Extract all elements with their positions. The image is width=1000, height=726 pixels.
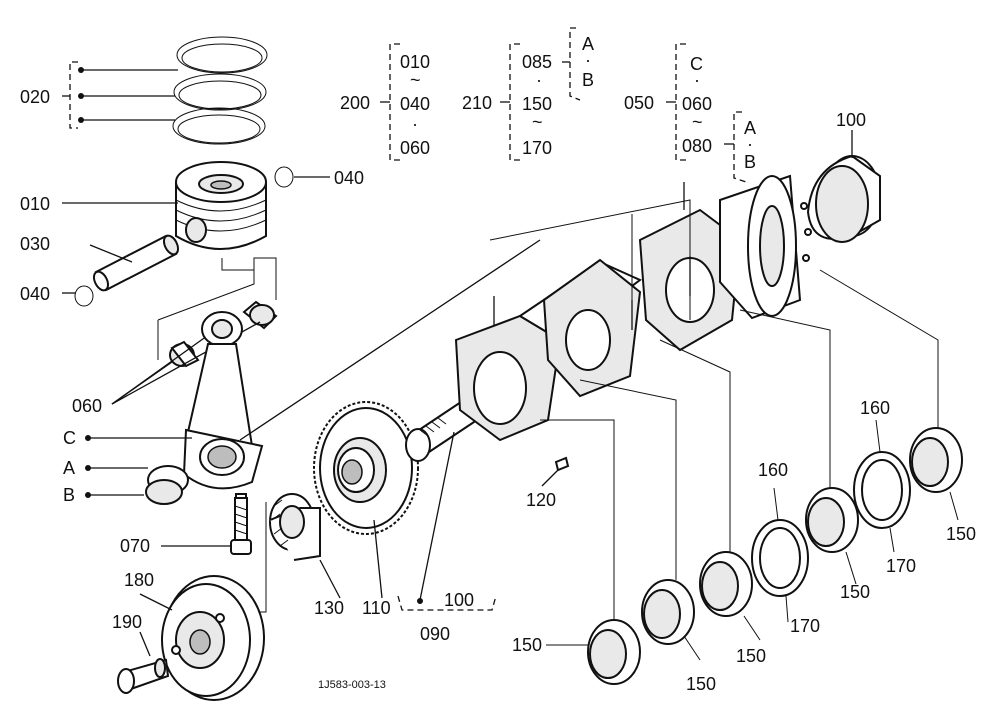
label-160-b: 160 — [860, 398, 890, 418]
group-210-item-2: 150 — [522, 94, 552, 114]
group-050-labels: 050 C · 060 ~ 080 A · B — [624, 54, 756, 172]
label-A: A — [63, 458, 75, 478]
key — [541, 456, 570, 487]
piston-rings — [172, 36, 268, 145]
crankshaft — [405, 174, 812, 604]
connecting-rod — [182, 239, 541, 543]
group-210-labels: 210 085 · 150 ~ 170 A · B — [462, 34, 594, 158]
group-200-labels: 200 010 ~ 040 · 060 — [340, 52, 430, 158]
group-210-sub-2: B — [582, 70, 594, 90]
label-150-d: 150 — [840, 582, 870, 602]
bearing-100-top — [806, 130, 881, 243]
label-170-b: 170 — [886, 556, 916, 576]
label-150-a: 150 — [512, 635, 542, 655]
snap-ring-upper — [274, 166, 330, 188]
group-050-item-2: 060 — [682, 94, 712, 114]
group-050-head: 050 — [624, 93, 654, 113]
group-210-bracket — [500, 27, 581, 161]
group-050-sub-1: · — [747, 134, 753, 154]
group-050-item-3: ~ — [692, 112, 703, 132]
group-210-item-1: · — [536, 70, 542, 90]
group-200-item-0: 010 — [400, 52, 430, 72]
label-100-bottom: 100 — [444, 590, 474, 610]
label-030: 030 — [20, 234, 50, 254]
group-210-item-4: 170 — [522, 138, 552, 158]
group-050-sub-2: B — [744, 152, 756, 172]
ring-leaders — [62, 61, 178, 129]
label-100-top: 100 — [836, 110, 866, 130]
label-010: 010 — [20, 194, 50, 214]
label-090: 090 — [420, 624, 450, 644]
crank-gear — [269, 493, 341, 599]
part-labels: 020 010 030 040 040 060 C A B 070 180 19… — [20, 87, 976, 694]
label-040-upper: 040 — [334, 168, 364, 188]
label-150-c: 150 — [736, 646, 766, 666]
pulley-bolt — [117, 631, 170, 694]
rod-bolt — [161, 497, 252, 555]
label-120: 120 — [526, 490, 556, 510]
group-210-head: 210 — [462, 93, 492, 113]
label-150-e: 150 — [946, 524, 976, 544]
label-070: 070 — [120, 536, 150, 556]
group-200-item-2: 040 — [400, 94, 430, 114]
group-210-item-0: 085 — [522, 52, 552, 72]
group-210-sub-0: A — [582, 34, 594, 54]
group-050-bracket — [666, 43, 747, 183]
label-180: 180 — [124, 570, 154, 590]
drawing-code: 1J583-003-13 — [318, 679, 386, 691]
label-130: 130 — [314, 598, 344, 618]
group-210-sub-1: · — [585, 50, 591, 70]
label-040-lower: 040 — [20, 284, 50, 304]
crank-pulley — [139, 502, 267, 701]
piston — [62, 161, 267, 250]
label-190: 190 — [112, 612, 142, 632]
label-110: 110 — [362, 598, 391, 618]
group-090-bracket — [397, 595, 497, 611]
label-C: C — [63, 428, 76, 448]
group-200-head: 200 — [340, 93, 370, 113]
piston-pin — [89, 234, 180, 292]
label-170-a: 170 — [790, 616, 820, 636]
label-150-b: 150 — [686, 674, 716, 694]
rod-bearings — [85, 435, 192, 505]
group-050-item-0: C — [690, 54, 703, 74]
group-200-item-3: · — [412, 114, 418, 134]
group-050-item-1: · — [694, 70, 700, 90]
idle-gear — [313, 401, 419, 599]
main-bearings — [540, 269, 963, 685]
group-200-item-1: ~ — [410, 70, 421, 90]
group-050-item-4: 080 — [682, 136, 712, 156]
snap-ring-lower — [62, 285, 94, 307]
label-060: 060 — [72, 396, 102, 416]
group-050-sub-0: A — [744, 118, 756, 138]
group-210-item-3: ~ — [532, 112, 543, 132]
label-020: 020 — [20, 87, 50, 107]
label-160-a: 160 — [758, 460, 788, 480]
group-200-bracket — [380, 43, 400, 161]
bushings — [111, 257, 278, 405]
label-B: B — [63, 485, 75, 505]
group-200-item-4: 060 — [400, 138, 430, 158]
